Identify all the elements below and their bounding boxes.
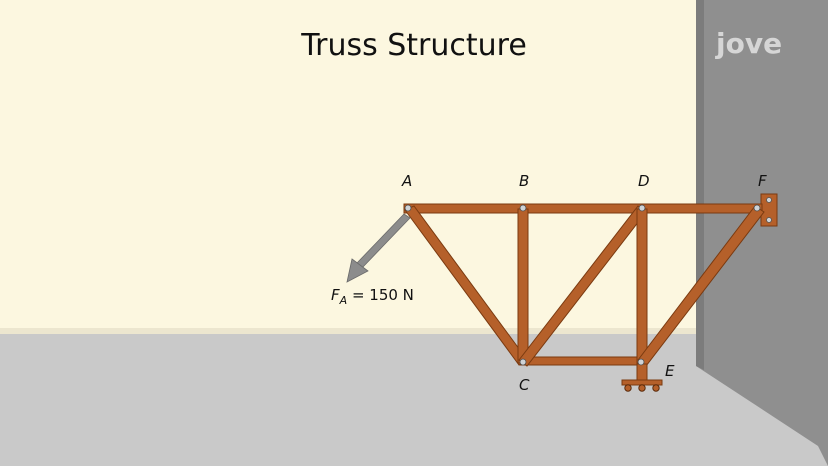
roller-wheel [638, 384, 646, 392]
joint-bolts [404, 204, 761, 366]
background-wall [0, 0, 828, 334]
member-CE [519, 356, 646, 366]
force-symbol: F [331, 286, 340, 304]
floor-edge [0, 328, 828, 334]
diagram-title: Truss Structure [301, 28, 527, 63]
truss-members [403, 203, 765, 367]
joint-C-bolt [519, 358, 527, 366]
joint-A-bolt [404, 204, 412, 212]
side-wall [696, 0, 828, 466]
bracket-bolt [766, 197, 772, 203]
node-label-e: E [665, 362, 675, 380]
node-label-b: B [519, 172, 530, 190]
floor [0, 334, 828, 466]
roller-wheel [652, 384, 660, 392]
node-label-c: C [519, 376, 530, 394]
node-label-d: D [638, 172, 650, 190]
node-label-a: A [402, 172, 413, 190]
member-AF [403, 203, 763, 214]
joint-D-bolt [638, 204, 646, 212]
joint-B-bolt [519, 204, 527, 212]
joint-F-bolt [753, 204, 761, 212]
member-BC [517, 208, 529, 364]
support-post [636, 363, 648, 382]
member-DE [636, 208, 648, 364]
jove-logo: jove [716, 27, 783, 60]
force-value: = 150 N [347, 286, 414, 304]
force-subscript: A [339, 294, 348, 307]
joint-E-bolt [637, 358, 645, 366]
node-label-f: F [758, 172, 767, 190]
bracket-bolt [766, 217, 772, 223]
roller-wheel [624, 384, 632, 392]
support-base [621, 379, 663, 386]
force-label: FA = 150 N [331, 286, 414, 307]
force-arrow-head [346, 258, 369, 283]
force-arrow [346, 213, 411, 283]
